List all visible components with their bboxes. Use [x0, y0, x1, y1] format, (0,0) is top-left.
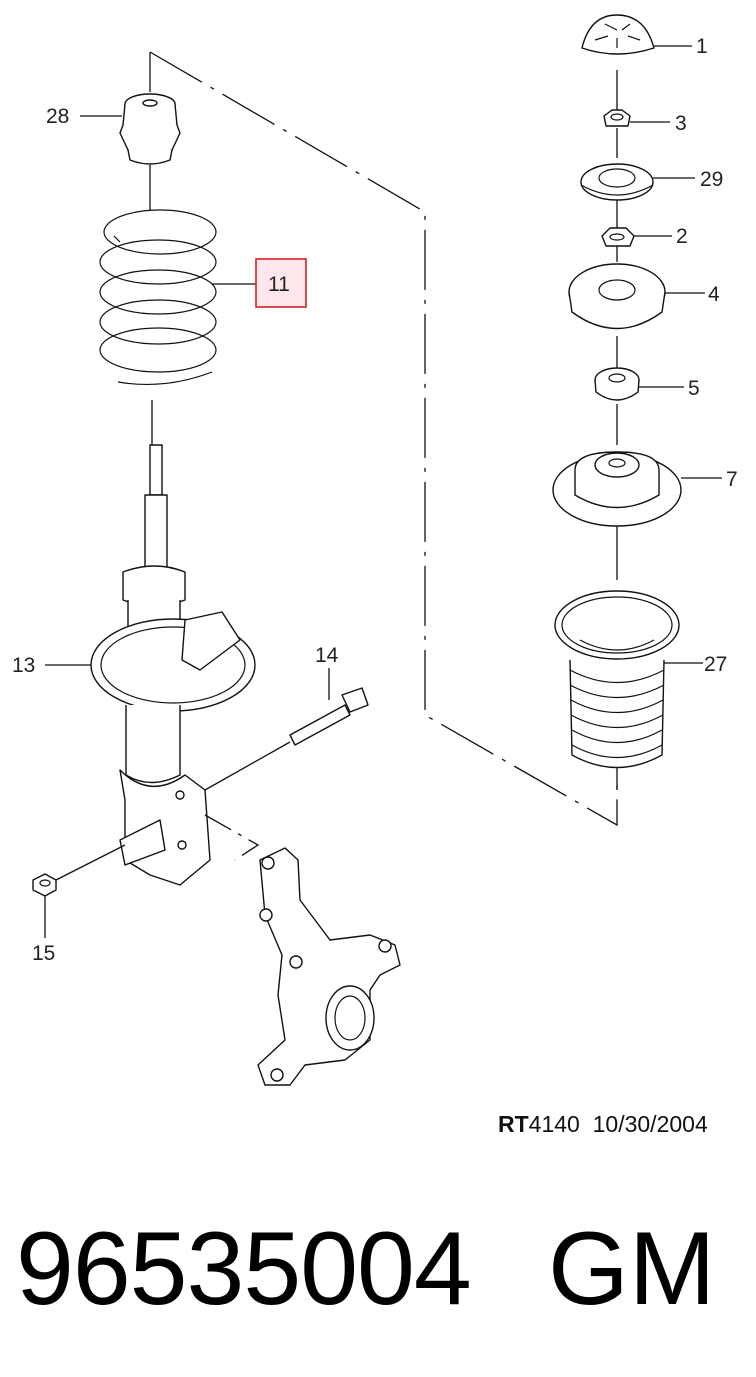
lock-nut-part: [601, 227, 635, 247]
spacer-part: [594, 367, 640, 401]
callout-15: 15: [32, 942, 55, 965]
part-number: 96535004: [16, 1211, 472, 1327]
washer-part: [580, 163, 654, 201]
bump-stop-part: [119, 93, 181, 165]
callout-2: 2: [676, 225, 688, 248]
assembly-boundary-line: [149, 51, 618, 827]
callout-7: 7: [726, 468, 738, 491]
callout-28: 28: [46, 105, 69, 128]
strut-mount-part: [552, 451, 682, 527]
strut-assembly-part: [90, 444, 256, 886]
top-nut-part: [603, 109, 631, 127]
callout-4: 4: [708, 283, 720, 306]
highlight-box-part-11: [255, 258, 307, 308]
callout-5: 5: [688, 377, 700, 400]
steering-knuckle-part: [204, 814, 401, 1086]
brand-name: GM: [548, 1211, 716, 1327]
callout-14: 14: [315, 644, 339, 667]
bolt-part: [204, 687, 369, 791]
callout-29: 29: [700, 168, 723, 191]
callout-11[interactable]: 11: [268, 273, 290, 296]
callout-27: 27: [704, 653, 727, 676]
leader-lines: [44, 45, 722, 938]
drawing-reference: RT4140 10/30/2004: [498, 1111, 708, 1138]
callout-1: 1: [696, 35, 708, 58]
callout-13: 13: [12, 654, 35, 677]
nut-part: [32, 844, 126, 897]
ref-prefix: RT: [498, 1111, 529, 1137]
ref-number: 4140: [528, 1111, 580, 1137]
callout-3: 3: [675, 112, 687, 135]
coil-spring-part: [99, 209, 217, 386]
strut-bearing-part: [568, 263, 666, 330]
dust-cap-part: [581, 14, 655, 55]
dust-boot-part: [554, 590, 680, 769]
ref-date: 10/30/2004: [592, 1111, 708, 1137]
